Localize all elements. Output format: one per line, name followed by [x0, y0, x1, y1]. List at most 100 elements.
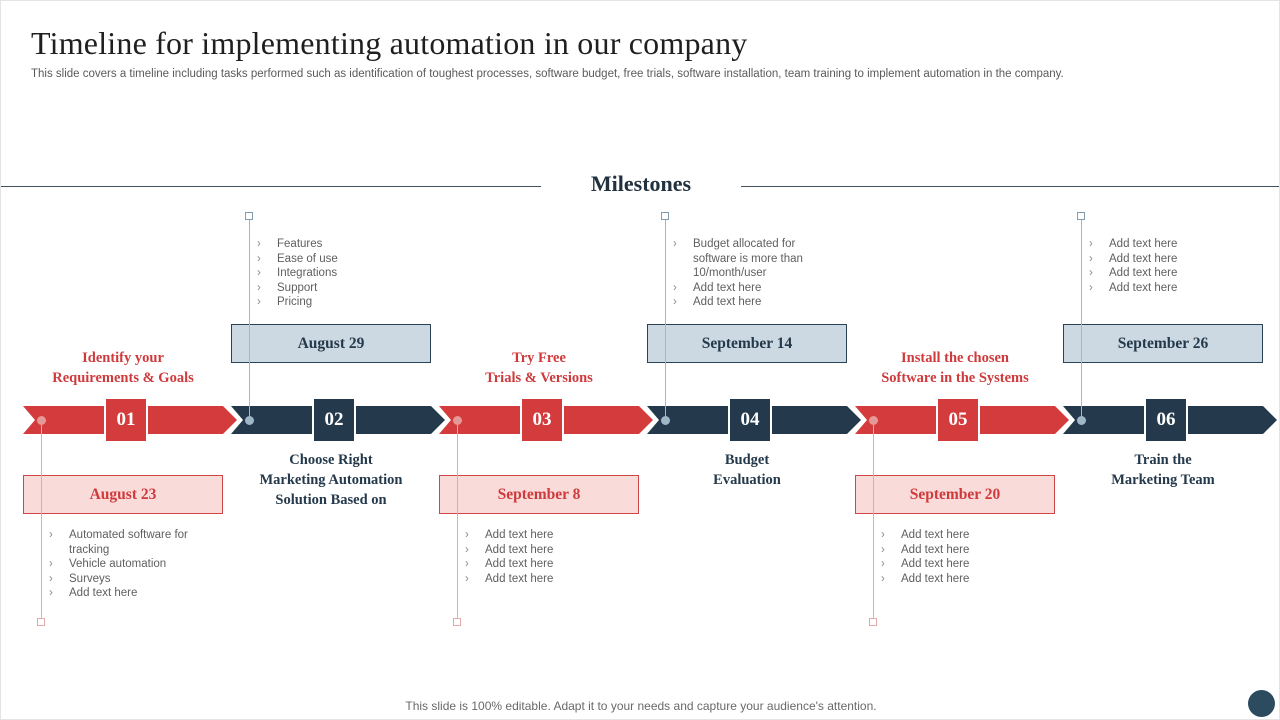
list-item[interactable]: › Surveys: [49, 572, 209, 587]
footer-note[interactable]: This slide is 100% editable. Adapt it to…: [405, 699, 877, 713]
list-item-text: Surveys: [69, 572, 111, 585]
chevron-bullet-icon: ›: [49, 572, 53, 585]
list-item[interactable]: ›Vehicle automation: [49, 557, 209, 572]
step-number-badge: 06: [1144, 397, 1188, 443]
chevron-bullet-icon: ›: [881, 543, 885, 556]
list-item-text: Support: [277, 281, 318, 294]
list-item-text: Add text here: [693, 281, 762, 294]
chevron-bullet-icon: ›: [1089, 281, 1093, 294]
list-item-text: Add text here: [901, 572, 970, 585]
page-title[interactable]: Timeline for implementing automation in …: [31, 25, 748, 61]
list-item-text: Add text here: [1109, 252, 1178, 265]
step-label[interactable]: Train the Marketing Team: [1111, 452, 1215, 488]
connector-anchor-icon: [453, 618, 461, 626]
step-label[interactable]: Identify your Requirements & Goals: [52, 350, 194, 386]
milestones-heading[interactable]: Milestones: [541, 171, 741, 197]
chevron-bullet-icon: ›: [49, 529, 53, 541]
step-number-badge: 02: [312, 397, 356, 443]
list-item-text: Automated software for tracking: [69, 529, 188, 556]
chevron-bullet-icon: ›: [257, 267, 261, 279]
chevron-bullet-icon: ›: [1089, 238, 1093, 250]
connector-line: [41, 420, 42, 622]
chevron-bullet-icon: ›: [465, 558, 469, 570]
list-item-text: Features: [277, 238, 323, 250]
connector-anchor-icon: [1077, 212, 1085, 220]
connector-line: [457, 420, 458, 622]
list-item[interactable]: › Budget allocated for software is more t…: [673, 237, 833, 281]
date-box[interactable]: August 23: [23, 475, 223, 514]
list-item[interactable]: › Add text here: [881, 557, 1041, 572]
step-label[interactable]: Budget Evaluation: [713, 452, 781, 488]
list-item-text: Add text here: [901, 529, 970, 541]
list-item-text: Add text here: [901, 558, 970, 570]
date-box[interactable]: September 14: [647, 324, 847, 363]
list-item-text: Ease of use: [277, 252, 338, 265]
list-item[interactable]: › Features: [257, 237, 417, 252]
list-item[interactable]: ›Add text here: [1089, 281, 1249, 296]
list-item-text: Budget allocated for software is more th…: [693, 238, 803, 279]
step-number-badge: 04: [728, 397, 772, 443]
bullet-list: ›Features ›Ease of use ›Integrations ›Su…: [257, 237, 417, 310]
list-item[interactable]: ›Add text here: [465, 528, 625, 543]
chevron-bullet-icon: ›: [49, 558, 53, 570]
slide-subtitle[interactable]: This slide covers a timeline including t…: [31, 68, 1064, 80]
connector-dot-icon: [245, 416, 254, 425]
timeline-step-2: ›Features ›Ease of use ›Integrations ›Su…: [231, 1, 445, 719]
list-item[interactable]: › Add text here: [1089, 252, 1249, 267]
list-item[interactable]: ›Add text here: [673, 295, 833, 310]
step-label[interactable]: Choose Right Marketing Automation Soluti…: [259, 452, 403, 508]
connector-anchor-icon: [869, 618, 877, 626]
bullet-list: › Add text here › Add text here › Add text …: [881, 528, 1041, 586]
list-item-text: Add text here: [69, 587, 138, 599]
list-item[interactable]: ›Add text here: [881, 543, 1041, 558]
chevron-bullet-icon: ›: [465, 543, 469, 556]
list-item[interactable]: › Automated software for tracking: [49, 528, 209, 557]
list-item-text: Add text here: [485, 529, 554, 541]
chevron-bullet-icon: ›: [881, 572, 885, 585]
list-item[interactable]: › Support: [257, 281, 417, 296]
list-item[interactable]: › Add text here: [881, 572, 1041, 587]
list-item[interactable]: › Add text here: [49, 586, 209, 601]
timeline-step-1: Identify your Requirements & Goals 01 Au…: [23, 1, 237, 719]
list-item[interactable]: ›Ease of use: [257, 252, 417, 267]
connector-line: [665, 219, 666, 420]
list-item[interactable]: ›Add text here: [1089, 237, 1249, 252]
chevron-bullet-icon: ›: [49, 587, 53, 599]
bullet-list: › Automated software for tracking ›Vehicl…: [49, 528, 209, 601]
chevron-bullet-icon: ›: [257, 296, 261, 308]
date-box[interactable]: September 26: [1063, 324, 1263, 363]
connector-anchor-icon: [37, 618, 45, 626]
timeline-step-4: › Budget allocated for software is more t…: [647, 1, 861, 719]
connector-dot-icon: [37, 416, 46, 425]
list-item[interactable]: ›Add text here: [673, 281, 833, 296]
date-box[interactable]: September 20: [855, 475, 1055, 514]
list-item[interactable]: ›Add text here: [465, 572, 625, 587]
list-item[interactable]: › Pricing: [257, 295, 417, 310]
step-label[interactable]: Install the chosen Software in the Syste…: [881, 350, 1029, 386]
list-item-text: Add text here: [1109, 267, 1178, 279]
date-box[interactable]: September 8: [439, 475, 639, 514]
list-item[interactable]: ›Add text here: [465, 543, 625, 558]
list-item[interactable]: › Add text here: [1089, 266, 1249, 281]
connector-anchor-icon: [245, 212, 253, 220]
chevron-bullet-icon: ›: [1089, 252, 1093, 265]
chevron-bullet-icon: ›: [257, 238, 261, 250]
list-item[interactable]: › Add text here: [881, 528, 1041, 543]
chevron-bullet-icon: ›: [673, 296, 677, 308]
connector-dot-icon: [869, 416, 878, 425]
milestones-divider-left: [1, 186, 547, 187]
chevron-bullet-icon: ›: [881, 529, 885, 541]
connector-line: [1081, 219, 1082, 420]
date-box[interactable]: August 29: [231, 324, 431, 363]
chevron-bullet-icon: ›: [257, 281, 261, 294]
connector-line: [873, 420, 874, 622]
chevron-bullet-icon: ›: [881, 558, 885, 570]
list-item[interactable]: ›Add text here: [465, 557, 625, 572]
list-item[interactable]: ›Integrations: [257, 266, 417, 281]
list-item-text: Pricing: [277, 296, 313, 308]
chevron-bullet-icon: ›: [1089, 267, 1093, 279]
chevron-bullet-icon: ›: [673, 238, 677, 250]
connector-dot-icon: [661, 416, 670, 425]
step-label[interactable]: Try Free Trials & Versions: [485, 350, 593, 386]
